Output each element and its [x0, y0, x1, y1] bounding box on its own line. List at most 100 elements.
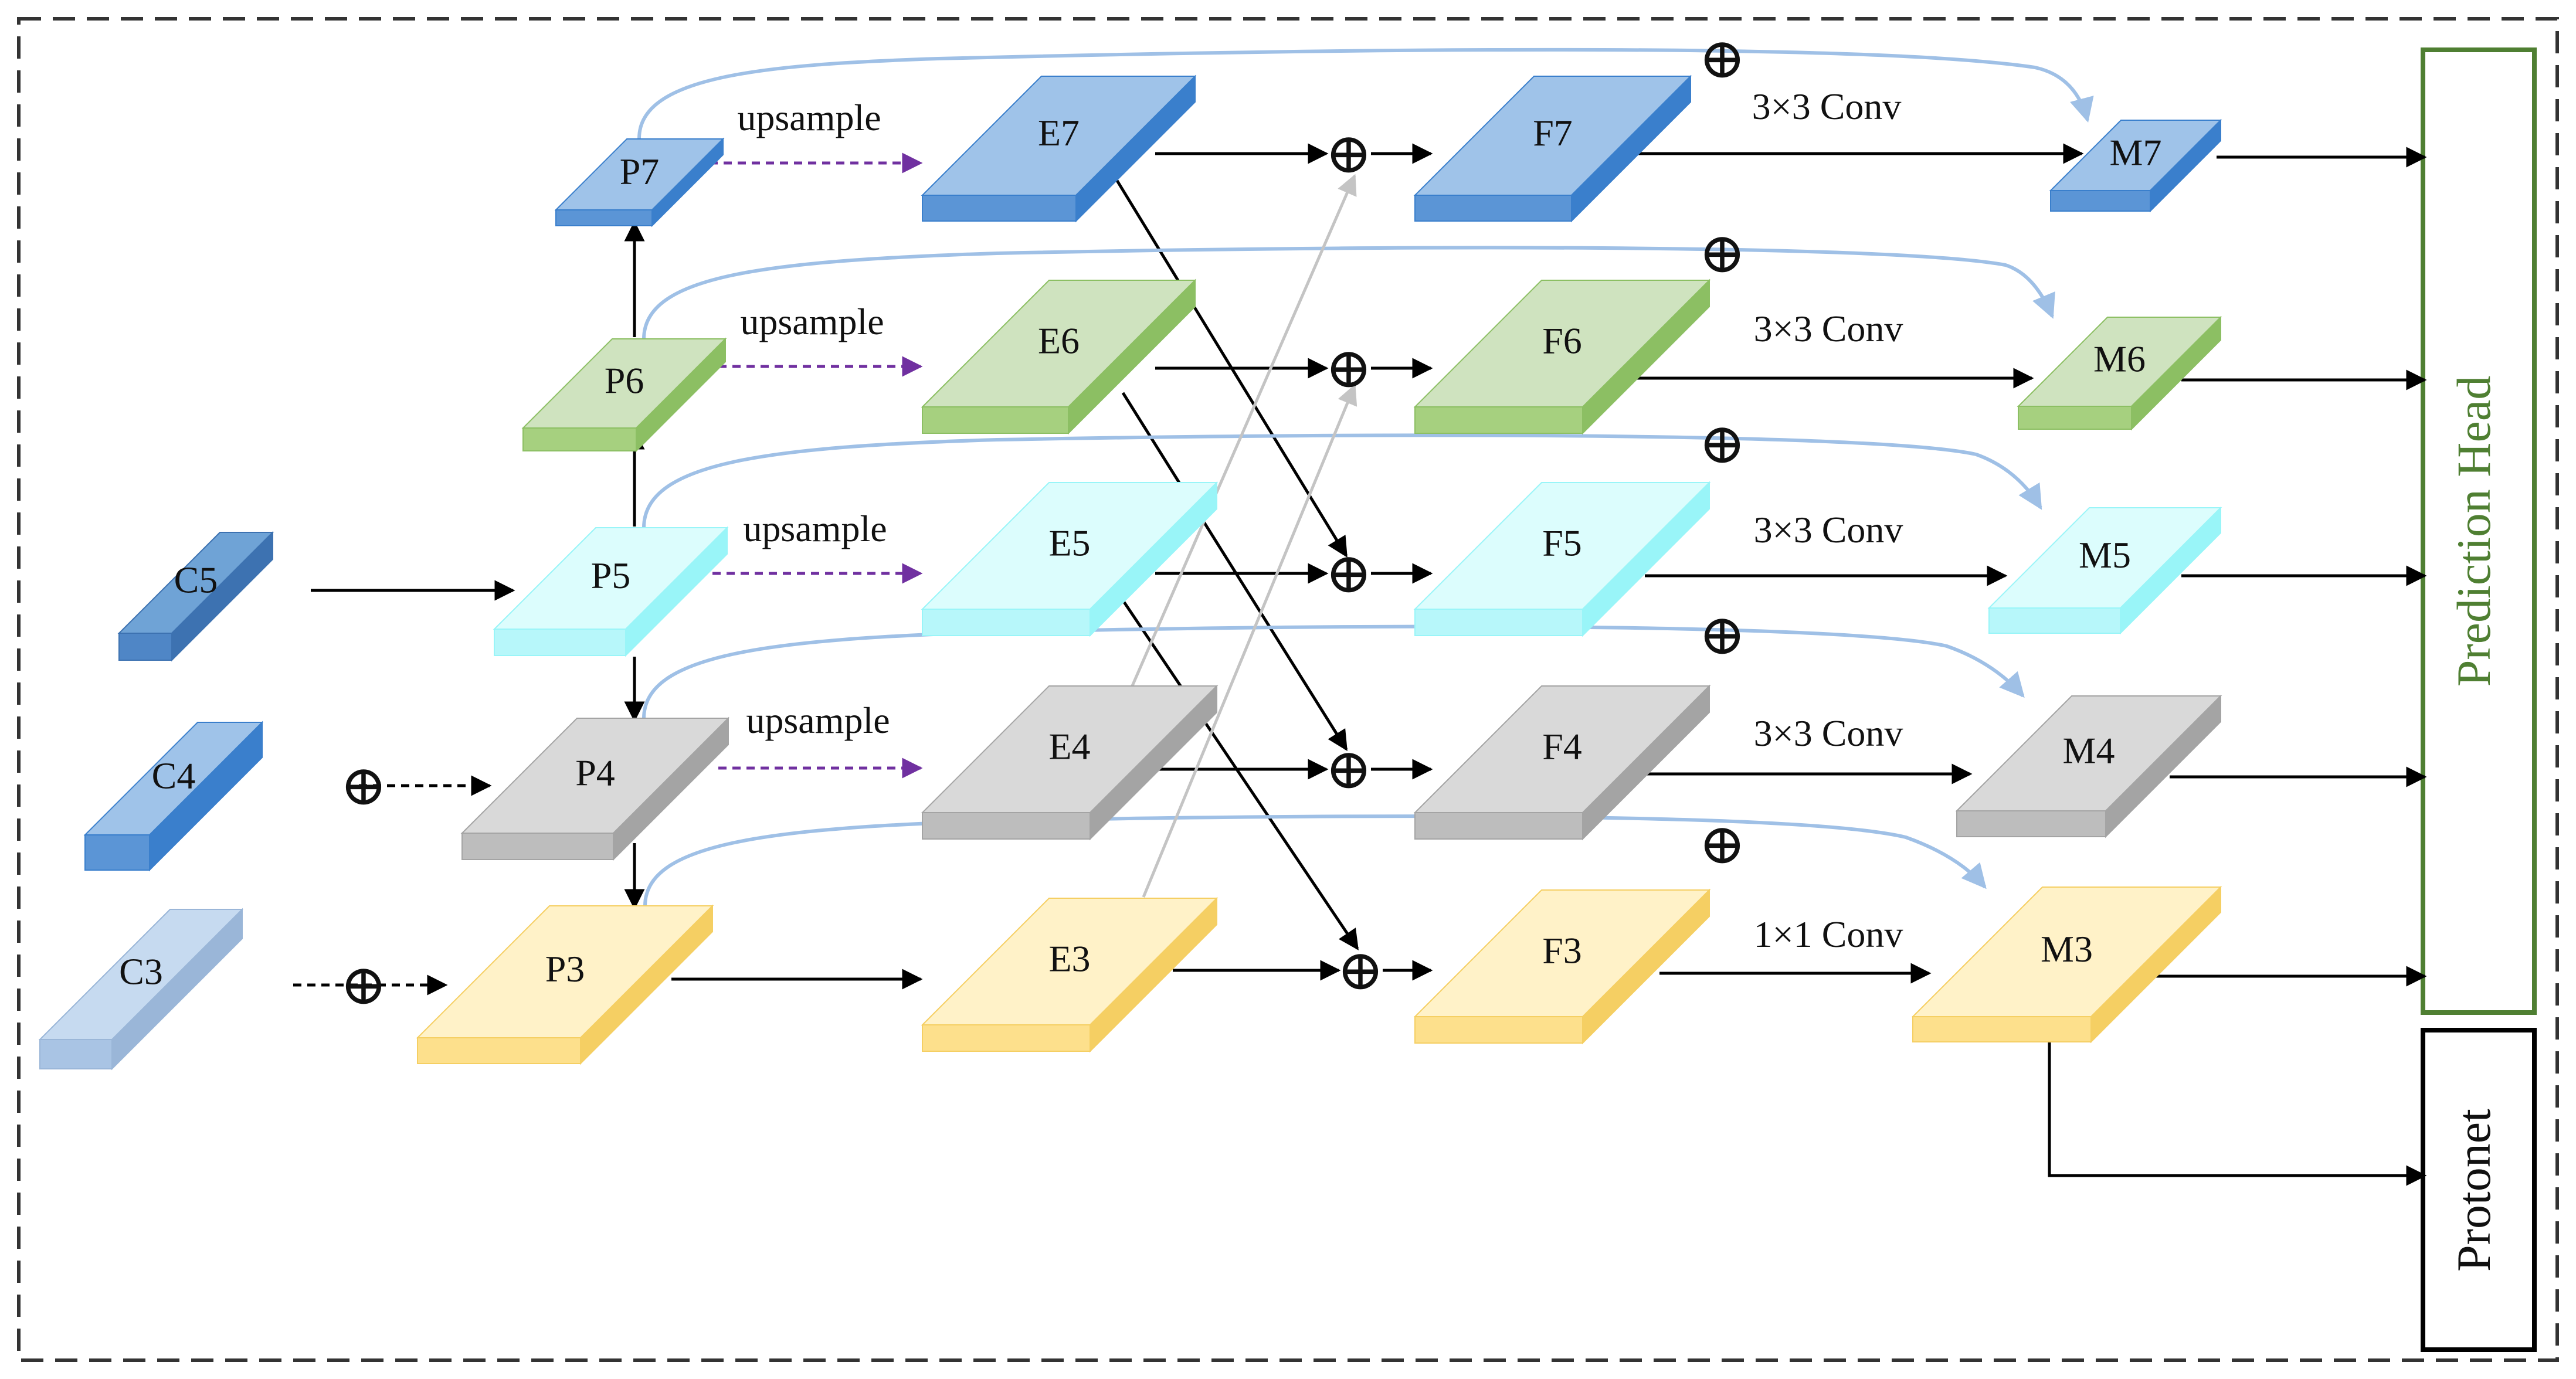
plus-e6-row: ⊕ [1325, 337, 1372, 400]
plus-c4-p4: ⊕ [340, 755, 387, 817]
block-label: E7 [1038, 112, 1080, 154]
upsample-label-1: upsample [740, 301, 884, 342]
block-label: M5 [2079, 534, 2131, 576]
edge-labels: upsample upsample upsample upsample 3×3 Conv… [737, 86, 1903, 955]
upsample-label-0: upsample [737, 97, 881, 138]
block-f7: F7 [1413, 74, 1692, 223]
block-label: C5 [174, 559, 218, 601]
block-side-face [2120, 506, 2221, 635]
block-e7: E7 [921, 74, 1197, 223]
block-side-face [580, 904, 713, 1065]
block-label: P6 [605, 360, 644, 402]
block-side-face [625, 526, 728, 657]
block-front-face [522, 427, 637, 451]
block-f3: F3 [1413, 888, 1711, 1045]
plus-skip-6: ⊕ [1699, 222, 1746, 285]
block-front-face [39, 1039, 113, 1069]
block-label: E6 [1038, 320, 1080, 362]
block-label: C3 [119, 951, 163, 993]
outer-dashed-frame [17, 17, 2559, 1362]
block-front-face [922, 812, 1091, 840]
block-side-face [1068, 278, 1196, 435]
block-p7: P7 [554, 137, 725, 227]
block-side-face [1582, 684, 1710, 841]
block-e4: E4 [921, 684, 1219, 841]
plus-e7-row: ⊕ [1325, 123, 1372, 185]
feature-blocks: C5C4C3P7P6P5P4P3E7E6E5E4E3F7F6F5F4F3M7M6… [38, 74, 2222, 1071]
gray-cross-arrows [1130, 174, 1357, 898]
block-side-face [2150, 118, 2221, 213]
block-label: E3 [1048, 938, 1090, 980]
plus-c3-p3: ⊕ [340, 954, 387, 1017]
block-side-face [636, 337, 726, 453]
block-side-face [2131, 315, 2221, 431]
block-front-face [84, 834, 150, 871]
block-m6: M6 [2017, 315, 2222, 431]
conv-label-1: 3×3 Conv [1754, 308, 1903, 349]
skip-arc-p3-m3 [643, 814, 1987, 906]
block-side-face [1075, 74, 1196, 223]
block-side-face [1090, 684, 1217, 841]
block-e6: E6 [921, 278, 1197, 435]
protonet-panel [2421, 1028, 2537, 1352]
plus-skip-7: ⊕ [1699, 28, 1746, 90]
block-label: M4 [2063, 730, 2115, 772]
block-front-face [2050, 190, 2151, 212]
block-side-face [2105, 694, 2221, 838]
skip-arc-p5-m5 [642, 433, 2042, 528]
arrow-e7-cross [1115, 179, 1348, 558]
upsample-label-3: upsample [746, 699, 890, 741]
block-label: F3 [1542, 930, 1582, 972]
block-front-face [1414, 406, 1583, 434]
block-label: M3 [2041, 928, 2093, 970]
prediction-head-panel [2421, 47, 2537, 1015]
arrow-e5-cross [1121, 599, 1359, 950]
block-f5: F5 [1413, 481, 1711, 637]
conv-label-3: 3×3 Conv [1754, 712, 1903, 754]
prediction-head-label: Prediction Head [2447, 376, 2500, 687]
arrow-e6-cross [1121, 392, 1348, 751]
block-label: P3 [545, 948, 585, 990]
block-label: F7 [1533, 112, 1573, 154]
block-front-face [1988, 607, 2121, 634]
block-front-face [922, 406, 1069, 434]
protonet-label: Protonet [2447, 1109, 2500, 1272]
block-front-face [922, 609, 1091, 636]
block-front-face [1912, 1016, 2092, 1042]
block-m5: M5 [1987, 506, 2222, 635]
conv-label-2: 3×3 Conv [1754, 509, 1903, 551]
upsample-label-2: upsample [743, 508, 887, 549]
block-side-face [1090, 481, 1217, 637]
block-c3: C3 [38, 908, 244, 1071]
block-m3: M3 [1911, 885, 2222, 1044]
block-f4: F4 [1413, 684, 1711, 841]
block-side-face [613, 716, 729, 861]
block-label: C4 [152, 755, 196, 797]
skip-arc-p7-m7 [637, 47, 2094, 139]
plus-skip-3: ⊕ [1699, 813, 1746, 876]
block-label: E5 [1048, 522, 1090, 564]
block-f6: F6 [1413, 278, 1711, 435]
block-front-face [922, 195, 1077, 222]
block-side-face [111, 908, 243, 1071]
block-front-face [922, 1024, 1091, 1052]
block-front-face [494, 629, 626, 656]
block-side-face [1582, 888, 1710, 1045]
block-front-face [1414, 195, 1572, 222]
block-p6: P6 [521, 337, 727, 453]
plus-skip-4: ⊕ [1699, 604, 1746, 667]
plus-e3-row: ⊕ [1337, 939, 1384, 1002]
block-p5: P5 [493, 526, 729, 657]
block-front-face [461, 833, 614, 860]
gray-arrow-e3-up [1142, 383, 1357, 898]
block-front-face [1414, 812, 1583, 840]
block-c4: C4 [83, 721, 264, 872]
block-side-face [651, 137, 724, 227]
arrow-m3-protonet [2048, 1017, 2427, 1186]
block-front-face [2018, 406, 2132, 430]
plus-e4-row: ⊕ [1325, 738, 1372, 801]
block-side-face [2090, 885, 2221, 1044]
block-side-face [1090, 896, 1217, 1053]
block-p3: P3 [416, 904, 714, 1065]
